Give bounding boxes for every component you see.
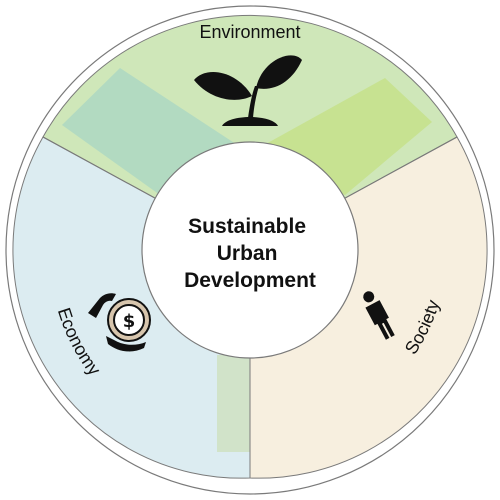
hand-top-icon [88,293,116,318]
center-title-line-1: Sustainable [188,215,306,238]
hands-coin-dollar-icon: $ [88,293,151,352]
environment-label: Environment [199,22,300,42]
overlap-economy-society [217,355,250,452]
center-title: Sustainable Urban Development [184,215,316,292]
environment-sector [42,14,458,251]
person-icon [363,291,395,340]
center-circle [141,141,359,359]
seedling-icon [194,55,302,126]
center-title-line-2: Urban [217,242,278,265]
center-title-line-3: Development [184,269,316,292]
dollar-sign-icon: $ [123,311,136,332]
hand-bottom-icon [106,336,146,352]
